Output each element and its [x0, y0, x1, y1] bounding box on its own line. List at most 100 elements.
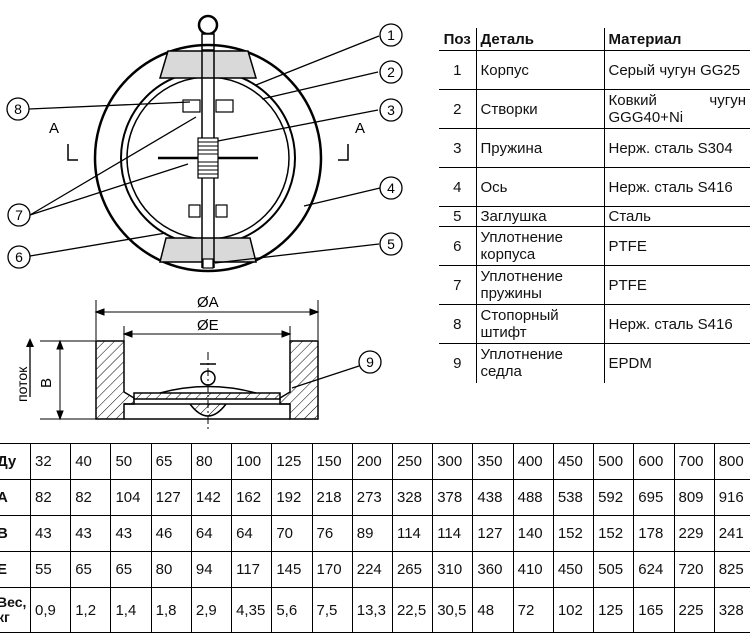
dims-cell: 624 [633, 551, 675, 588]
dims-cell: 46 [150, 515, 192, 552]
part-pos: 7 [439, 265, 476, 305]
parts-table-header: Поз Деталь Материал [439, 28, 750, 51]
dims-cell: 400 [512, 443, 554, 480]
dims-cell: 310 [432, 551, 474, 588]
parts-row: 6 Уплотнение корпуса PTFE [439, 226, 750, 266]
dims-cell: 410 [512, 551, 554, 588]
dim-b-label: B [38, 378, 55, 388]
part-name: Уплотнение пружины [475, 265, 604, 305]
dims-cell: 328 [713, 587, 750, 633]
dims-cell: 438 [472, 479, 514, 516]
part-name: Пружина [475, 128, 604, 168]
parts-row: 1 Корпус Серый чугун GG25 [439, 50, 750, 90]
dims-cell: 300 [432, 443, 474, 480]
svg-text:2: 2 [387, 64, 395, 80]
parts-row: 7 Уплотнение пружины PTFE [439, 265, 750, 305]
part-pos: 5 [439, 206, 476, 227]
svg-text:9: 9 [366, 354, 374, 370]
dims-cell: 916 [713, 479, 750, 516]
dims-cell: 55 [29, 551, 72, 588]
dims-cell: 13,3 [351, 587, 393, 633]
dims-cell: 43 [110, 515, 152, 552]
dims-cell: 265 [391, 551, 434, 588]
part-pos: 4 [439, 167, 476, 207]
dims-cell: 1,4 [110, 587, 152, 633]
dims-row-weight: Вес, кг 0,9 1,2 1,4 1,8 2,9 4,35 5,6 7,5… [0, 587, 750, 633]
dims-cell: 140 [512, 515, 554, 552]
part-pos: 1 [439, 50, 476, 90]
dims-row-label: E [0, 551, 31, 588]
dims-cell: 5,6 [271, 587, 313, 633]
dims-cell: 142 [190, 479, 233, 516]
dims-cell: 350 [472, 443, 514, 480]
dims-row-label: Вес, кг [0, 587, 31, 633]
dims-cell: 80 [150, 551, 192, 588]
part-pos: 6 [439, 226, 476, 266]
dims-cell: 695 [633, 479, 675, 516]
dims-cell: 43 [70, 515, 112, 552]
dims-cell: 229 [673, 515, 715, 552]
part-material: PTFE [603, 265, 750, 305]
parts-table: Поз Деталь Материал 1 Корпус Серый чугун… [439, 28, 750, 383]
callout-balloons [6, 23, 403, 374]
dims-cell: 32 [29, 443, 72, 480]
dims-cell: 170 [311, 551, 353, 588]
dims-cell: 800 [713, 443, 750, 480]
dims-cell: 720 [673, 551, 715, 588]
part-material: Нерж. сталь S416 [603, 167, 750, 207]
part-pos: 8 [439, 304, 476, 344]
dims-cell: 145 [271, 551, 313, 588]
dims-cell: 152 [593, 515, 635, 552]
valve-front-view [67, 14, 349, 273]
dims-cell: 125 [593, 587, 635, 633]
callout-numbers: 1 2 3 4 5 6 7 8 9 [14, 27, 395, 370]
dims-row-label: A [0, 479, 31, 516]
dims-cell: 70 [271, 515, 313, 552]
dims-cell: 224 [351, 551, 393, 588]
dim-e-label: ØE [197, 317, 219, 334]
part-material: EPDM [603, 343, 750, 383]
dims-cell: 218 [311, 479, 353, 516]
dims-row-e: E 55 65 65 80 94 117 145 170 224 265 310… [0, 551, 750, 588]
dims-cell: 2,9 [190, 587, 233, 633]
dims-cell: 500 [593, 443, 635, 480]
dims-cell: 505 [593, 551, 635, 588]
dims-cell: 50 [110, 443, 152, 480]
dims-cell: 488 [512, 479, 554, 516]
dims-cell: 114 [391, 515, 434, 552]
dims-cell: 200 [351, 443, 393, 480]
dims-cell: 700 [673, 443, 715, 480]
valve-drawing: A A 1 2 3 4 5 6 7 8 9 [6, 14, 403, 430]
dims-cell: 1,2 [70, 587, 112, 633]
callout-leaders [28, 35, 381, 389]
dims-row-b: B 43 43 43 46 64 64 70 76 89 114 114 127… [0, 515, 750, 552]
part-material: Нерж. сталь S416 [603, 304, 750, 344]
dims-cell: 1,8 [150, 587, 192, 633]
dims-cell: 114 [432, 515, 474, 552]
dims-cell: 450 [552, 551, 595, 588]
flow-arrow-head [26, 338, 34, 347]
part-pos: 3 [439, 128, 476, 168]
dims-cell: 100 [231, 443, 273, 480]
part-name: Ось [475, 167, 604, 207]
dims-cell: 0,9 [29, 587, 72, 633]
dims-cell: 378 [432, 479, 474, 516]
dims-cell: 600 [633, 443, 675, 480]
part-name: Корпус [475, 50, 604, 90]
dims-cell: 104 [110, 479, 152, 516]
dims-cell: 82 [70, 479, 112, 516]
valve-section-view [40, 300, 320, 430]
dimensions-table: Ду 32 40 50 65 80 100 125 150 200 250 30… [0, 443, 750, 633]
dims-cell: 89 [351, 515, 393, 552]
dims-cell: 360 [472, 551, 514, 588]
dims-cell: 64 [190, 515, 233, 552]
dims-cell: 178 [633, 515, 675, 552]
part-material: PTFE [603, 226, 750, 266]
dims-cell: 125 [271, 443, 313, 480]
dims-cell: 64 [231, 515, 273, 552]
dims-cell: 328 [391, 479, 434, 516]
dims-cell: 4,35 [231, 587, 273, 633]
svg-text:1: 1 [387, 27, 395, 43]
dims-cell: 40 [70, 443, 112, 480]
dims-cell: 165 [633, 587, 675, 633]
